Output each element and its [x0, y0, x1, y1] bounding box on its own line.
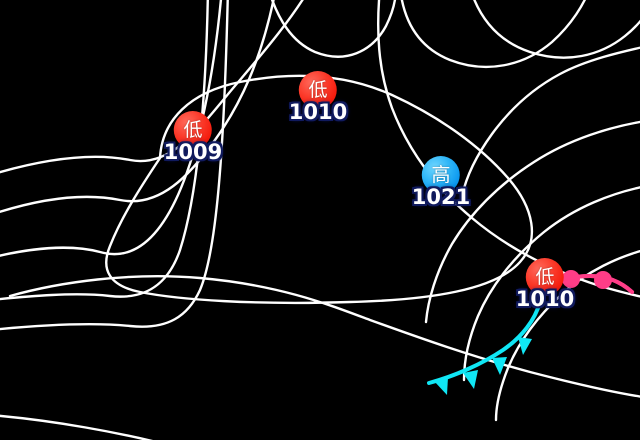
low-pressure-icon: 低: [525, 258, 564, 296]
isobar-line: [424, 120, 640, 324]
isobar-line: [377, 0, 640, 298]
cold-front-symbol: [434, 377, 448, 395]
pressure-marker-low[interactable]: 低 1010: [289, 71, 347, 123]
low-pressure-icon: 低: [173, 111, 212, 149]
isobar-line: [8, 275, 640, 398]
isobar-line: [0, 414, 154, 440]
high-pressure-icon: 高: [421, 156, 460, 194]
isobar-line: [270, 0, 397, 58]
cold-front-symbol: [518, 337, 532, 355]
cold-front: [427, 300, 542, 395]
isobar-line: [0, 0, 304, 174]
cold-front-symbol: [463, 370, 478, 389]
isobar-line: [0, 0, 209, 301]
pressure-value: 1009: [163, 140, 223, 164]
pressure-marker-low[interactable]: 低 1010: [516, 258, 574, 310]
isobar-line: [0, 0, 275, 214]
pressure-value: 1010: [515, 287, 575, 311]
pressure-value: 1021: [411, 185, 471, 209]
pressure-value: 1010: [288, 100, 348, 124]
cold-front-symbol: [492, 357, 507, 375]
isobar-line: [0, 0, 229, 331]
isobar-line: [0, 0, 223, 257]
isobar-line: [494, 249, 640, 422]
isobar-line: [462, 186, 640, 382]
cold-front-line: [427, 300, 542, 385]
low-pressure-icon: 低: [298, 71, 337, 109]
pressure-marker-high[interactable]: 高 1021: [412, 156, 470, 208]
isobar-line: [473, 0, 640, 59]
isobar-line: [460, 46, 640, 198]
isobar-line: [400, 0, 587, 69]
pressure-marker-low[interactable]: 低 1009: [164, 111, 222, 163]
